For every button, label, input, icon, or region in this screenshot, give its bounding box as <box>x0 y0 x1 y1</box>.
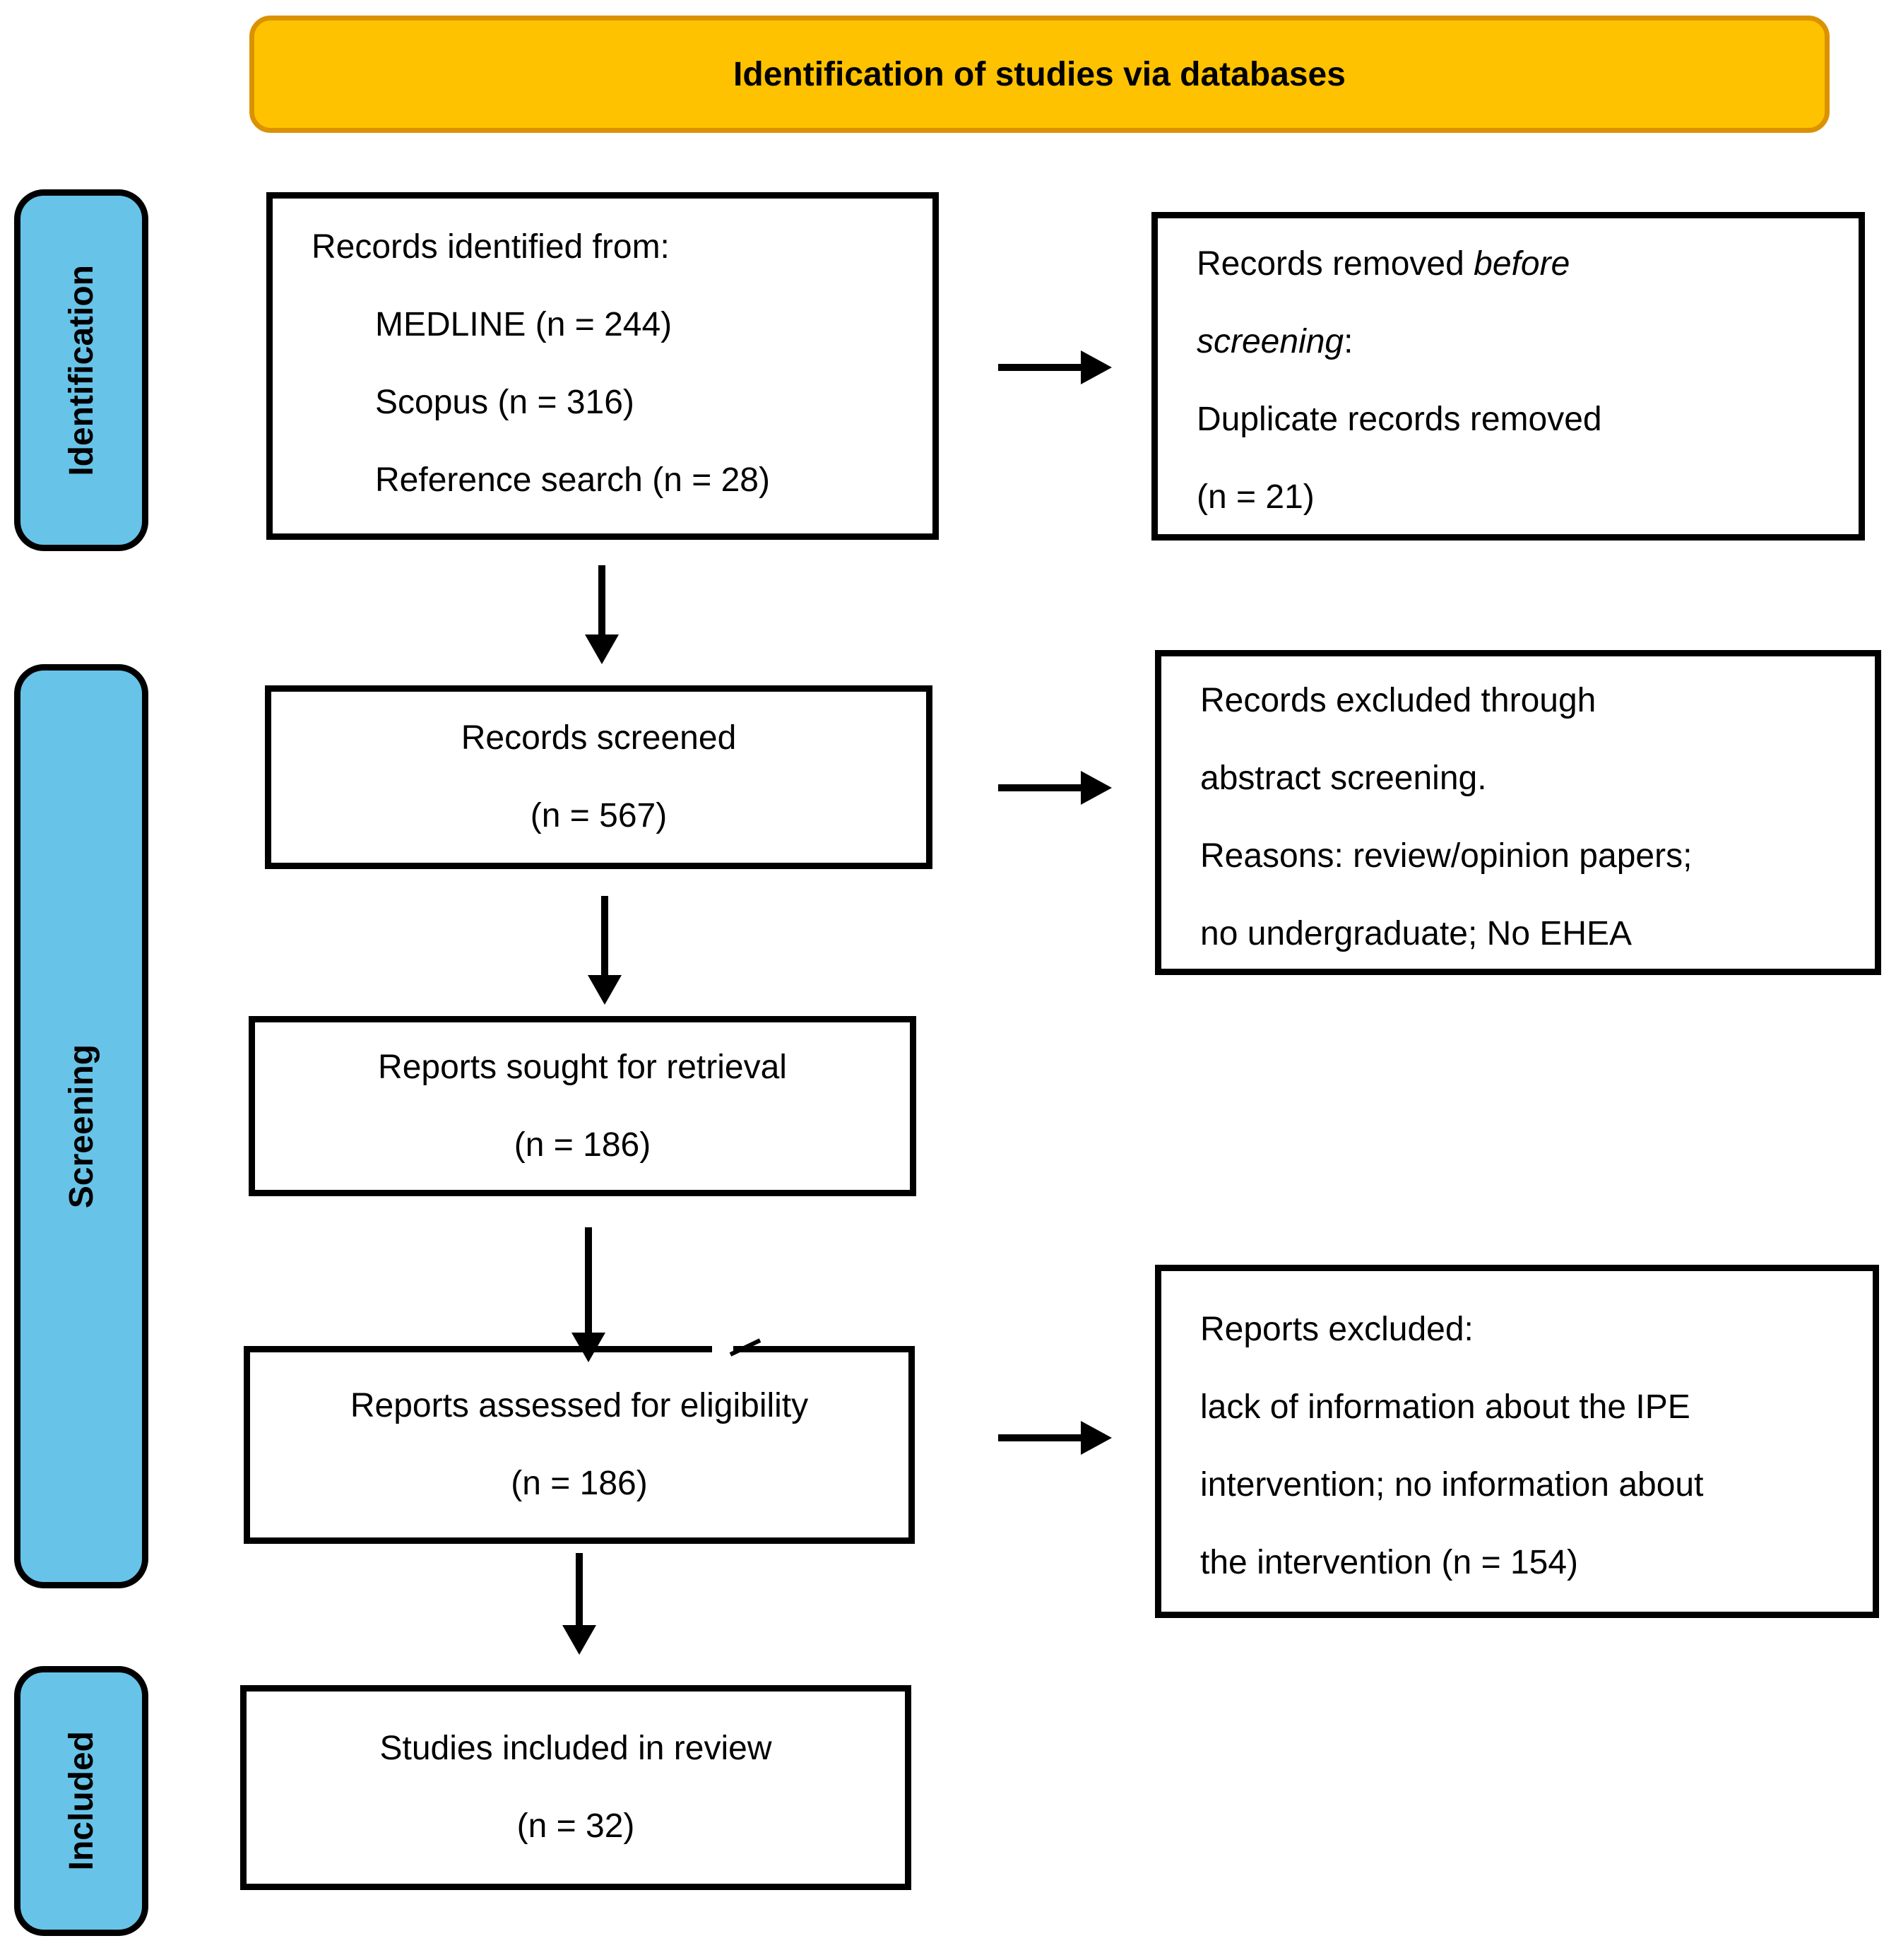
reports-assessed-label: Reports assessed for eligibility <box>350 1387 809 1424</box>
records-excluded-abstract-box: Records excluded through abstract screen… <box>1155 650 1881 975</box>
title-banner: Identification of studies via databases <box>249 16 1830 133</box>
reports-sought-label: Reports sought for retrieval <box>378 1048 787 1086</box>
studies-included-count: (n = 32) <box>516 1807 635 1845</box>
arrow-down-icon <box>571 1227 605 1362</box>
reports-sought-box: Reports sought for retrieval (n = 186) <box>249 1016 916 1196</box>
arrow-down-icon <box>585 565 619 664</box>
stage-label-screening: Screening <box>14 664 148 1588</box>
records-identified-source-reference: Reference search (n = 28) <box>375 461 770 499</box>
stage-label-included: Included <box>14 1666 148 1936</box>
reports-excluded-line4: the intervention (n = 154) <box>1200 1544 1579 1581</box>
reports-assessed-box: Reports assessed for eligibility (n = 18… <box>244 1346 915 1544</box>
records-screened-box: Records screened (n = 567) <box>265 685 932 869</box>
records-excluded-abstract-line2: abstract screening. <box>1200 760 1487 797</box>
records-screened-count: (n = 567) <box>530 797 668 834</box>
records-removed-box: Records removed before screening: Duplic… <box>1151 212 1865 541</box>
stage-label-included-text: Included <box>62 1731 100 1871</box>
records-removed-line1-normal: Records removed <box>1197 245 1474 283</box>
records-removed-line3: Duplicate records removed <box>1197 401 1602 438</box>
records-identified-source-scopus: Scopus (n = 316) <box>375 384 634 421</box>
reports-excluded-line3: intervention; no information about <box>1200 1466 1704 1504</box>
arrow-right-icon <box>998 1421 1112 1455</box>
title-banner-text: Identification of studies via databases <box>733 55 1346 93</box>
reports-sought-count: (n = 186) <box>514 1126 651 1164</box>
records-removed-line1-italic: before <box>1474 245 1570 283</box>
stage-label-screening-text: Screening <box>62 1044 100 1209</box>
stage-label-identification: Identification <box>14 189 148 551</box>
arrow-right-icon <box>998 771 1112 805</box>
records-removed-line2-italic: screening <box>1197 323 1344 360</box>
studies-included-label: Studies included in review <box>379 1730 772 1767</box>
studies-included-box: Studies included in review (n = 32) <box>240 1685 911 1890</box>
arrow-right-icon <box>998 350 1112 384</box>
reports-excluded-box: Reports excluded: lack of information ab… <box>1155 1265 1879 1618</box>
reports-excluded-line2: lack of information about the IPE <box>1200 1388 1690 1426</box>
records-excluded-abstract-line1: Records excluded through <box>1200 682 1596 719</box>
reports-excluded-line1: Reports excluded: <box>1200 1311 1474 1348</box>
reports-assessed-count: (n = 186) <box>511 1465 648 1502</box>
records-excluded-abstract-line4: no undergraduate; No EHEA <box>1200 915 1633 952</box>
arrow-down-icon <box>562 1553 596 1655</box>
records-removed-line4: (n = 21) <box>1197 478 1315 516</box>
stage-label-identification-text: Identification <box>62 264 100 476</box>
records-removed-line2-normal: : <box>1344 323 1353 360</box>
records-identified-box: Records identified from: MEDLINE (n = 24… <box>266 192 939 540</box>
records-removed-line2: screening: <box>1197 303 1848 381</box>
records-identified-source-medline: MEDLINE (n = 244) <box>375 306 673 343</box>
records-removed-line1: Records removed before <box>1197 225 1848 303</box>
records-screened-label: Records screened <box>461 719 737 757</box>
records-identified-title: Records identified from: <box>312 228 670 266</box>
arrow-down-icon <box>588 896 622 1005</box>
records-excluded-abstract-line3: Reasons: review/opinion papers; <box>1200 837 1693 875</box>
